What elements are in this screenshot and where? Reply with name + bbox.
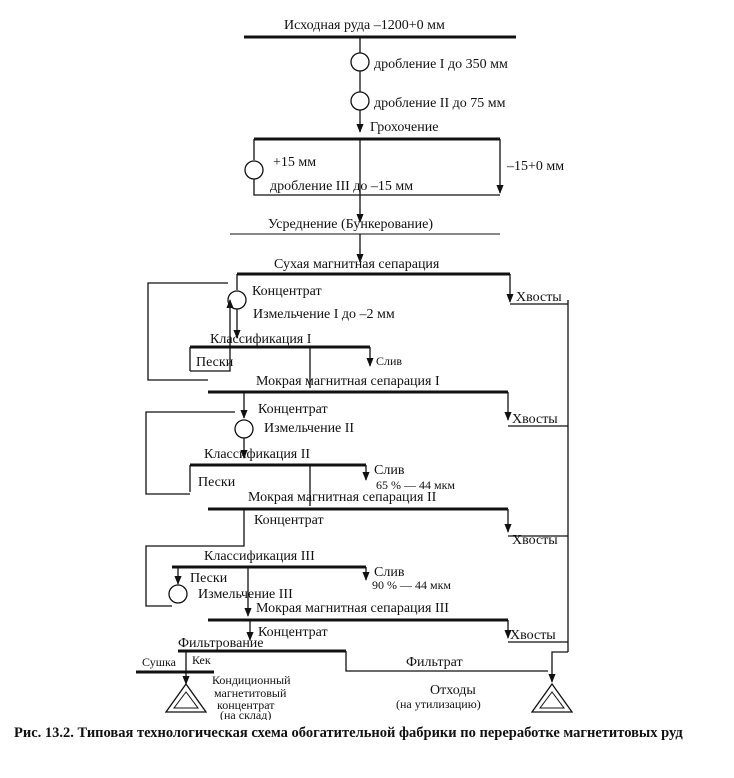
grind3-label: Измельчение III bbox=[198, 587, 293, 602]
product-pile-inner-icon bbox=[173, 691, 199, 709]
cake-label: Кек bbox=[192, 653, 211, 667]
conc2-label: Концентрат bbox=[258, 402, 328, 417]
filtration-label: Фильтрование bbox=[178, 636, 264, 651]
mill-2-icon bbox=[234, 419, 254, 439]
filtrate-label: Фильтрат bbox=[406, 655, 463, 670]
tails3-label: Хвосты bbox=[512, 533, 558, 548]
class3-label: Классификация III bbox=[204, 549, 315, 564]
tails4-label: Хвосты bbox=[510, 628, 556, 643]
slime2-size-label: 65 % — 44 мкм bbox=[376, 478, 455, 492]
flow-crusher3-return bbox=[253, 179, 360, 196]
crusher-2-icon bbox=[350, 91, 370, 111]
waste-pile-icon bbox=[530, 682, 574, 713]
sands3-label: Пески bbox=[190, 571, 228, 586]
final-conc-line4: (на склад) bbox=[220, 708, 271, 720]
mill-3-icon bbox=[168, 584, 188, 604]
dry-sep-label: Сухая магнитная сепарация bbox=[274, 257, 440, 272]
final-conc-line1: Кондиционный bbox=[212, 673, 291, 687]
final-conc-line3: концентрат bbox=[217, 698, 275, 712]
drying-label: Сушка bbox=[142, 655, 177, 669]
tails1-label: Хвосты bbox=[516, 290, 562, 305]
flow-filtrate bbox=[345, 651, 548, 672]
final-conc-line2: магнетитовый bbox=[214, 686, 287, 700]
class2-label: Классификация II bbox=[204, 447, 310, 462]
slime2-label: Слив bbox=[374, 463, 405, 478]
averaging-label: Усреднение (Бункерование) bbox=[268, 217, 433, 232]
waste-line2: (на утилизацию) bbox=[396, 697, 481, 711]
crusher-1-icon bbox=[350, 52, 370, 72]
sands2-label: Пески bbox=[198, 475, 236, 490]
flow-collector-to-waste bbox=[548, 651, 568, 683]
grind2-label: Измельчение II bbox=[264, 421, 354, 436]
screening-label: Грохочение bbox=[370, 120, 438, 135]
conc1-label: Концентрат bbox=[252, 284, 322, 299]
wet-sep1-label: Мокрая магнитная сепарация I bbox=[256, 374, 440, 389]
plus15-label: +15 мм bbox=[273, 155, 316, 170]
flow-recycle-2 bbox=[145, 411, 235, 495]
flow-recycle-1 bbox=[147, 282, 228, 381]
wet-sep2-label: Мокрая магнитная сепарация II bbox=[248, 490, 437, 505]
tails2-label: Хвосты bbox=[512, 412, 558, 427]
slime3-label: Слив bbox=[374, 565, 405, 580]
mill-1-icon bbox=[227, 290, 247, 310]
slime1-label: Слив bbox=[376, 354, 402, 368]
conc3-label: Концентрат bbox=[254, 513, 324, 528]
sands1-label: Пески bbox=[196, 355, 234, 370]
crush1-label: дробление I до 350 мм bbox=[374, 57, 508, 72]
grind1-label: Измельчение I до –2 мм bbox=[253, 307, 395, 322]
waste-pile-inner-icon bbox=[539, 691, 565, 709]
waste-line1: Отходы bbox=[430, 683, 476, 698]
slime3-size-label: 90 % — 44 мкм bbox=[372, 578, 451, 592]
figure-caption: Рис. 13.2. Типовая технологическая схема… bbox=[14, 725, 683, 741]
flowsheet-diagram: Исходная руда –1200+0 мм дробление I до … bbox=[136, 18, 574, 720]
product-pile-icon bbox=[164, 682, 208, 713]
flow-recycle-3 bbox=[145, 536, 245, 607]
crush2-label: дробление II до 75 мм bbox=[374, 96, 506, 111]
class1-label: Классификация I bbox=[210, 332, 312, 347]
crush3-label: дробление III до –15 мм bbox=[270, 179, 413, 194]
minus15-label: –15+0 мм bbox=[506, 159, 564, 174]
wet-sep3-label: Мокрая магнитная сепарация III bbox=[256, 601, 449, 616]
ore-label: Исходная руда –1200+0 мм bbox=[284, 18, 445, 33]
flow-sands1-return bbox=[190, 299, 234, 372]
crusher-3-icon bbox=[244, 160, 264, 180]
conc4-label: Концентрат bbox=[258, 625, 328, 640]
